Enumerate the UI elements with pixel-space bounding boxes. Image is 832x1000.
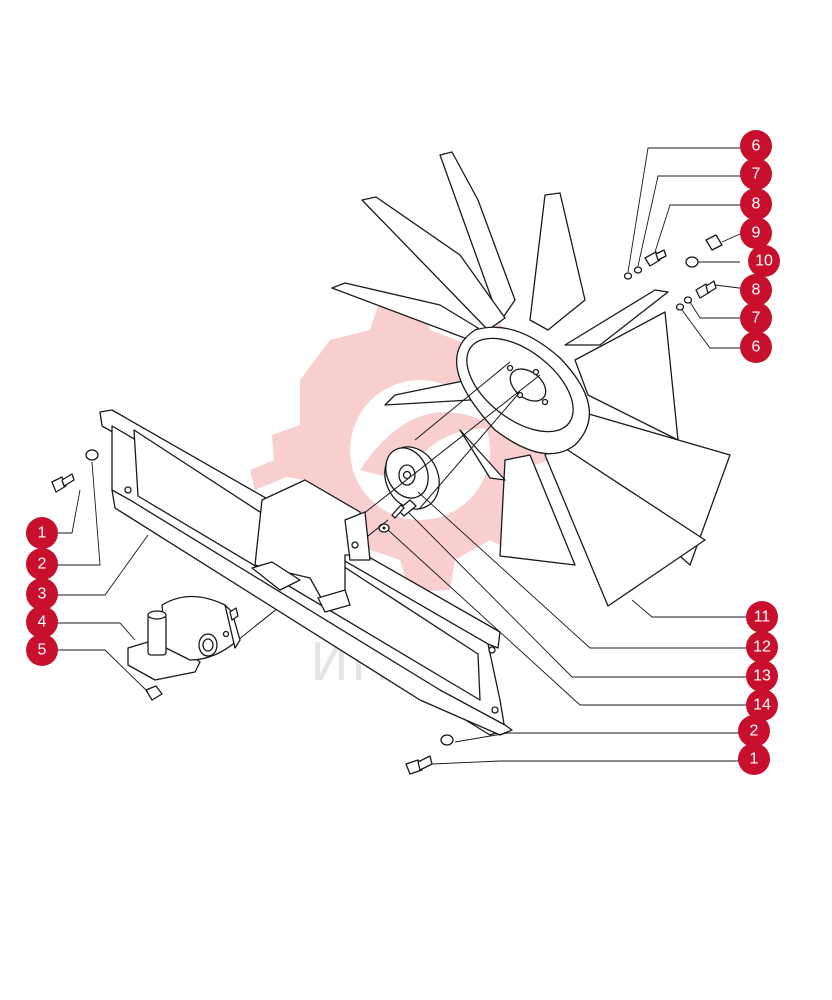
svg-text:5: 5 — [38, 642, 47, 659]
fan-blade — [361, 196, 506, 331]
callout-12: 12 — [746, 631, 778, 663]
callout-6: 6 — [740, 130, 772, 162]
svg-text:4: 4 — [38, 614, 47, 631]
svg-text:10: 10 — [755, 253, 773, 270]
hydraulic-motor — [127, 595, 241, 681]
svg-text:11: 11 — [754, 609, 771, 626]
frame-bolt-left — [51, 473, 75, 493]
hub-washer — [378, 523, 390, 533]
fan-blade — [499, 454, 576, 566]
frame-washer-left — [85, 449, 99, 461]
callout-8: 8 — [740, 188, 772, 220]
fan-blade — [564, 289, 669, 346]
svg-text:8: 8 — [752, 282, 761, 299]
svg-text:1: 1 — [38, 525, 47, 542]
motor-nut — [145, 685, 163, 701]
callout-2: 2 — [738, 715, 770, 747]
callout-11: 11 — [746, 601, 778, 633]
callout-4: 4 — [26, 606, 58, 638]
hub-adapter — [384, 446, 440, 510]
svg-text:3: 3 — [38, 586, 47, 603]
callout-13: 13 — [746, 660, 778, 692]
fastener-stack-upper — [623, 234, 723, 280]
leader-lines — [42, 147, 756, 765]
fan-blade — [459, 429, 506, 481]
fan-blade — [529, 192, 586, 331]
mounting-frame — [99, 409, 513, 736]
callout-5: 5 — [26, 634, 58, 666]
callout-2: 2 — [26, 548, 58, 580]
frame-bolt-right — [405, 755, 433, 775]
hub-bolt — [391, 499, 417, 519]
fan-blade — [439, 151, 516, 323]
callout-3: 3 — [26, 578, 58, 610]
svg-text:7: 7 — [752, 310, 761, 327]
frame-washer-right — [440, 734, 454, 746]
svg-text:12: 12 — [753, 639, 771, 656]
svg-text:8: 8 — [752, 196, 761, 213]
svg-text:7: 7 — [752, 166, 761, 183]
callout-1: 1 — [738, 743, 770, 775]
callout-6: 6 — [740, 331, 772, 363]
svg-text:6: 6 — [752, 138, 761, 155]
callout-9: 9 — [740, 217, 772, 249]
callout-14: 14 — [746, 689, 778, 721]
callout-1: 1 — [26, 517, 58, 549]
svg-text:2: 2 — [38, 556, 47, 573]
svg-text:2: 2 — [750, 723, 759, 740]
svg-text:9: 9 — [752, 225, 761, 242]
svg-text:13: 13 — [753, 668, 771, 685]
svg-text:1: 1 — [750, 751, 759, 768]
fastener-stack-lower — [675, 280, 717, 311]
callout-7: 7 — [740, 302, 772, 334]
callout-7: 7 — [740, 158, 772, 190]
svg-text:6: 6 — [752, 339, 761, 356]
callout-10: 10 — [748, 245, 780, 277]
svg-text:14: 14 — [753, 697, 771, 714]
callout-8: 8 — [740, 274, 772, 306]
